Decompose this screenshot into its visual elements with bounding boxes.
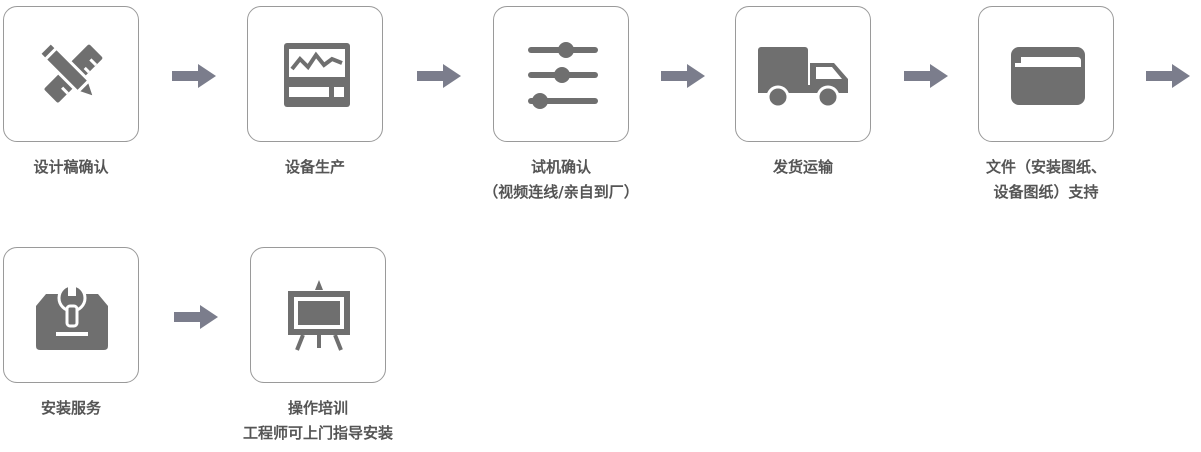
arrow-right-icon	[172, 64, 216, 88]
arrow-right-icon	[174, 305, 218, 329]
step-installation-label: 安装服务	[40, 399, 101, 417]
step-shipping-label: 发货运输	[772, 158, 833, 176]
step-production-label: 设备生产	[284, 158, 345, 176]
step-documents-label: 文件（安装图纸、 设备图纸）支持	[985, 158, 1106, 201]
step-trial-label: 试机确认 （视频连线/亲自到厂）	[483, 158, 639, 201]
step-design-box	[3, 6, 139, 142]
step-training-label: 操作培训 工程师可上门指导安装	[242, 399, 393, 442]
monitor-chart-icon	[284, 43, 350, 107]
easel-board-icon	[288, 280, 350, 351]
sliders-icon	[528, 42, 598, 109]
step-shipping-box	[735, 6, 871, 142]
arrow-right-icon	[417, 64, 461, 88]
step-design-label: 设计稿确认	[33, 158, 109, 176]
step-trial-box	[493, 6, 629, 142]
step-production-box	[247, 6, 383, 142]
toolbox-wrench-icon	[36, 282, 108, 350]
step-documents-box	[978, 6, 1114, 142]
arrow-right-icon	[661, 64, 705, 88]
step-training-box	[250, 247, 386, 383]
truck-icon	[758, 47, 848, 109]
step-installation-box	[3, 247, 139, 383]
arrow-right-icon	[1146, 64, 1190, 88]
folder-icon	[1011, 47, 1085, 105]
pencil-ruler-icon	[37, 40, 103, 103]
arrow-right-icon	[904, 64, 948, 88]
